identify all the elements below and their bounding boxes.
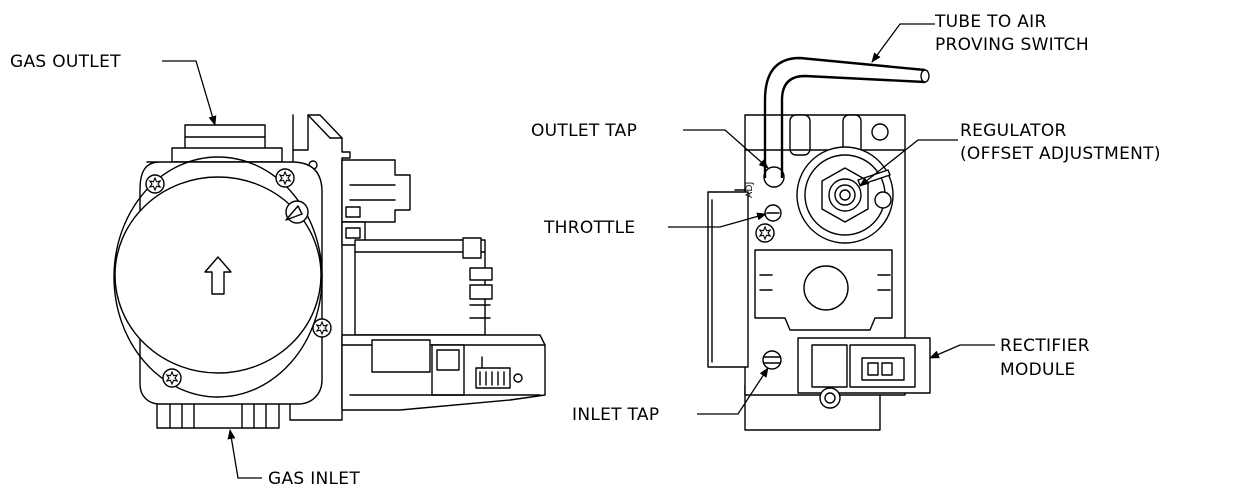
label-regulator-line2: (OFFSET ADJUSTMENT) (960, 144, 1161, 164)
side-fittings (341, 159, 411, 246)
label-gas-outlet: GAS OUTLET (10, 52, 121, 72)
label-tube-line2: PROVING SWITCH (935, 35, 1089, 55)
torx-screw-icon (312, 318, 332, 338)
label-throttle: THROTTLE (543, 218, 635, 238)
label-tube-line1: TUBE TO AIR (934, 12, 1047, 32)
torx-screw-icon (162, 368, 182, 388)
valve-front-view: ADJ (707, 56, 931, 431)
regulator-assembly (796, 146, 894, 244)
air-tube (763, 56, 930, 178)
coil-bracket (754, 249, 893, 331)
rectifier-module (797, 337, 931, 409)
inlet-tap (762, 350, 782, 370)
torx-screw-icon (275, 168, 295, 188)
label-outlet-tap: OUTLET TAP (531, 121, 637, 141)
torx-screw-icon (755, 223, 775, 243)
solenoid-coil (354, 237, 493, 336)
svg-text:ADJ: ADJ (745, 181, 755, 198)
label-rectifier-line1: RECTIFIER (1000, 336, 1090, 356)
label-regulator-line1: REGULATOR (960, 121, 1067, 141)
throttle-screw: ADJ (745, 181, 782, 222)
up-arrow-icon (204, 256, 232, 295)
label-gas-inlet: GAS INLET (268, 469, 360, 489)
label-rectifier-line2: MODULE (1000, 360, 1076, 380)
leader-lines (162, 23, 995, 479)
gas-outlet-fitting (171, 124, 283, 163)
label-inlet-tap: INLET TAP (572, 405, 659, 425)
wire-harness-connector (341, 334, 546, 411)
torx-screw-icon (145, 174, 165, 194)
valve-front-housing (113, 156, 332, 405)
valve-side-view (113, 114, 546, 429)
